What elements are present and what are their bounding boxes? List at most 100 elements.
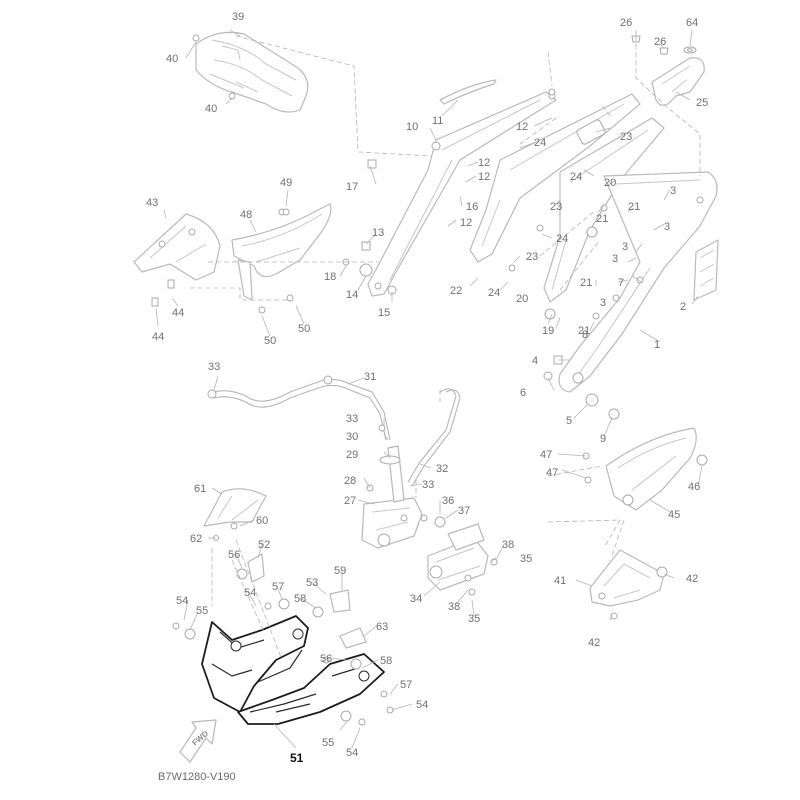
callout-12: 12 — [516, 121, 528, 133]
callout-58: 58 — [380, 655, 392, 667]
part-45-side-panel — [605, 427, 697, 511]
callout-31: 31 — [364, 371, 376, 383]
callout-41: 41 — [554, 575, 566, 587]
callout-56: 56 — [228, 549, 240, 561]
callout-19: 19 — [542, 325, 554, 337]
callout-24: 24 — [556, 233, 568, 245]
callout-54: 54 — [346, 747, 358, 759]
callout-26: 26 — [654, 36, 666, 48]
callout-24: 24 — [570, 171, 582, 183]
callout-2: 2 — [680, 301, 686, 313]
part-25-bracket — [631, 35, 705, 106]
callout-1: 1 — [654, 339, 660, 351]
callout-42: 42 — [686, 573, 698, 585]
callout-14: 14 — [346, 289, 358, 301]
callout-30: 30 — [346, 431, 358, 443]
part-10-side-rail — [367, 91, 557, 297]
callout-54: 54 — [416, 699, 428, 711]
callout-12: 12 — [460, 217, 472, 229]
callout-54: 54 — [244, 587, 256, 599]
part-19-lower-panel — [543, 117, 665, 303]
callout-9: 9 — [600, 433, 606, 445]
callout-3: 3 — [600, 297, 606, 309]
callout-18: 18 — [324, 271, 336, 283]
callout-21: 21 — [578, 325, 590, 337]
part-27-bracket — [361, 424, 423, 549]
callout-12: 12 — [478, 157, 490, 169]
callout-3: 3 — [670, 185, 676, 197]
callout-42: 42 — [588, 637, 600, 649]
callout-51: 51 — [290, 751, 304, 765]
callout-47: 47 — [546, 467, 558, 479]
callout-15: 15 — [378, 307, 390, 319]
callout-49: 49 — [280, 177, 292, 189]
callout-4: 4 — [532, 355, 538, 367]
callout-12: 12 — [478, 171, 490, 183]
part-34-unit — [427, 523, 489, 591]
callout-21: 21 — [628, 201, 640, 213]
callout-24: 24 — [488, 287, 500, 299]
callout-37: 37 — [458, 505, 470, 517]
callout-44: 44 — [172, 307, 184, 319]
callout-17: 17 — [346, 181, 358, 193]
callout-24: 24 — [534, 137, 546, 149]
callout-35: 35 — [520, 553, 532, 565]
callout-38: 38 — [448, 601, 460, 613]
callout-23: 23 — [620, 131, 632, 143]
callout-53: 53 — [306, 577, 318, 589]
callout-44: 44 — [152, 331, 164, 343]
callout-48: 48 — [240, 209, 252, 221]
callout-23: 23 — [550, 201, 562, 213]
callout-25: 25 — [696, 97, 708, 109]
callout-50: 50 — [298, 323, 310, 335]
fasteners — [151, 34, 708, 726]
part-32-hose — [407, 388, 461, 487]
callout-10: 10 — [406, 121, 418, 133]
callout-47: 47 — [540, 449, 552, 461]
callout-27: 27 — [344, 495, 356, 507]
callout-40: 40 — [166, 53, 178, 65]
callout-33: 33 — [208, 361, 220, 373]
part-61-cover — [203, 488, 267, 527]
callout-20: 20 — [516, 293, 528, 305]
part-11-trim — [439, 79, 497, 105]
callout-45: 45 — [668, 509, 680, 521]
callout-50: 50 — [264, 335, 276, 347]
callout-36: 36 — [442, 495, 454, 507]
callout-34: 34 — [410, 593, 422, 605]
callout-23: 23 — [526, 251, 538, 263]
part-2-badge — [693, 239, 719, 301]
callout-21: 21 — [580, 277, 592, 289]
callout-43: 43 — [146, 197, 158, 209]
callout-28: 28 — [344, 475, 356, 487]
callout-32: 32 — [436, 463, 448, 475]
callout-40: 40 — [205, 103, 217, 115]
callout-60: 60 — [256, 515, 268, 527]
callout-33: 33 — [346, 413, 358, 425]
callout-35: 35 — [468, 613, 480, 625]
callout-38: 38 — [502, 539, 514, 551]
leader-lines — [155, 29, 703, 749]
callout-13: 13 — [372, 227, 384, 239]
callout-16: 16 — [466, 201, 478, 213]
callout-20: 20 — [604, 177, 616, 189]
small-brackets — [247, 553, 367, 649]
callout-54: 54 — [176, 595, 188, 607]
callout-55: 55 — [322, 737, 334, 749]
part-43-bracket — [133, 213, 221, 281]
callout-39: 39 — [232, 11, 244, 23]
forward-arrow-icon: FWD — [179, 719, 217, 763]
part-51-front-fairing — [201, 615, 385, 725]
callout-58: 58 — [294, 593, 306, 605]
callout-61: 61 — [194, 483, 206, 495]
part-22-inner-panel — [469, 93, 641, 263]
callout-7: 7 — [618, 277, 624, 289]
callout-59: 59 — [334, 565, 346, 577]
callout-62: 62 — [190, 533, 202, 545]
callout-29: 29 — [346, 449, 358, 461]
part-31-cable — [207, 375, 391, 441]
callout-46: 46 — [688, 481, 700, 493]
callout-22: 22 — [450, 285, 462, 297]
